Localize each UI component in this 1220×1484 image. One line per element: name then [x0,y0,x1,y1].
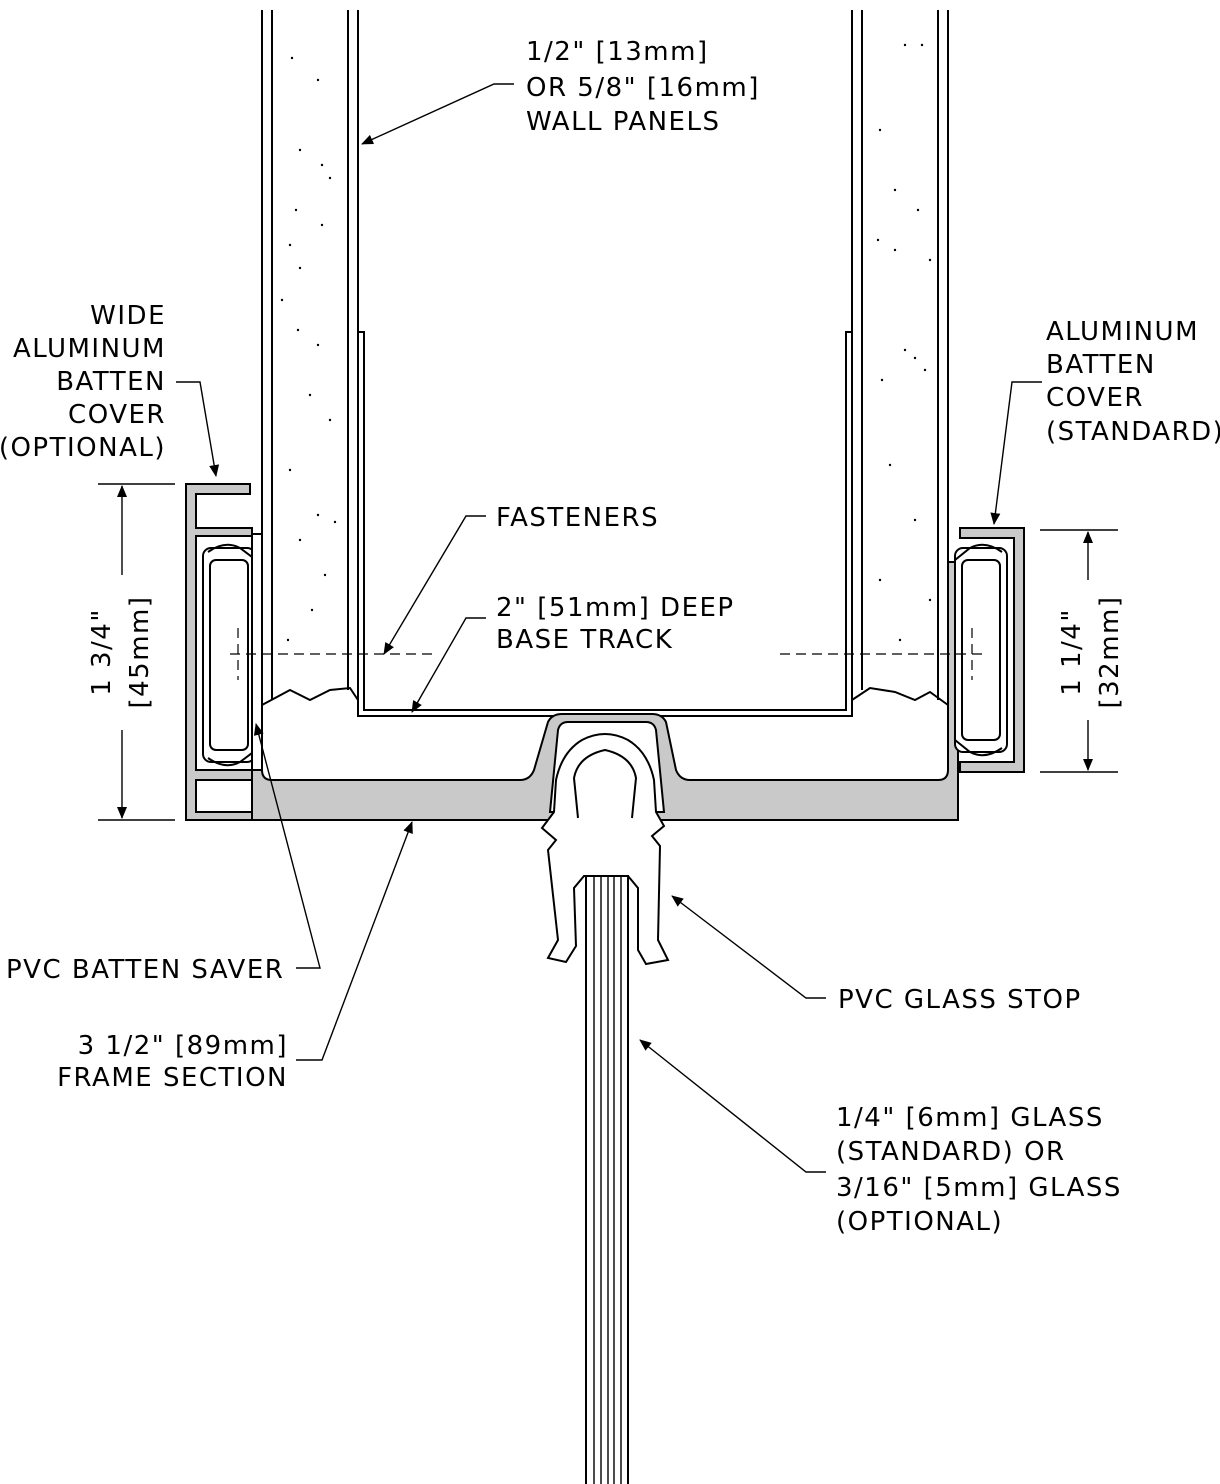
svg-text:COVER: COVER [68,400,166,430]
svg-text:WIDE: WIDE [90,301,166,331]
glass-stop-inner-loop [572,748,638,819]
svg-text:OR 5/8" [16mm]: OR 5/8" [16mm] [526,73,760,103]
right-wall-panel [851,10,949,700]
label-wide-batten: WIDE ALUMINUM BATTEN COVER (OPTIONAL) [0,301,166,463]
left-wall-panel [261,10,359,700]
label-standard-batten: ALUMINUM BATTEN COVER (STANDARD) [1046,317,1220,447]
svg-text:1 3/4": 1 3/4" [87,608,117,696]
label-dimension-right: 1 1/4" [32mm] [1057,595,1125,708]
svg-text:FRAME SECTION: FRAME SECTION [57,1063,288,1093]
label-pvc-glass-stop: PVC GLASS STOP [838,985,1082,1015]
label-pvc-batten-saver: PVC BATTEN SAVER [6,955,284,985]
label-fasteners: FASTENERS [496,503,659,533]
svg-text:BATTEN: BATTEN [56,367,166,397]
svg-text:2" [51mm] DEEP: 2" [51mm] DEEP [496,593,735,623]
svg-text:1 1/4": 1 1/4" [1057,608,1087,696]
svg-text:(STANDARD) OR: (STANDARD) OR [836,1137,1066,1167]
svg-text:3/16" [5mm] GLASS: 3/16" [5mm] GLASS [836,1173,1122,1203]
wide-aluminum-batten-cover [185,483,257,821]
svg-text:ALUMINUM: ALUMINUM [1046,317,1199,347]
svg-text:ALUMINUM: ALUMINUM [13,334,166,364]
svg-text:3 1/2" [89mm]: 3 1/2" [89mm] [78,1031,288,1061]
svg-text:[45mm]: [45mm] [125,595,155,708]
glass-pane [585,875,629,1484]
svg-text:(OPTIONAL): (OPTIONAL) [836,1207,1003,1237]
svg-text:1/2" [13mm]: 1/2" [13mm] [526,37,709,67]
label-base-track: 2" [51mm] DEEP BASE TRACK [496,593,735,655]
svg-text:COVER: COVER [1046,383,1144,413]
label-dimension-left: 1 3/4" [45mm] [87,595,155,708]
adhesive-bead [261,686,949,706]
svg-text:(OPTIONAL): (OPTIONAL) [0,433,166,463]
label-frame-section: 3 1/2" [89mm] FRAME SECTION [57,1031,288,1093]
dimension-right [1040,529,1118,773]
svg-text:(STANDARD): (STANDARD) [1046,417,1220,447]
svg-text:BASE TRACK: BASE TRACK [496,625,673,655]
svg-text:[32mm]: [32mm] [1095,595,1125,708]
svg-text:WALL PANELS: WALL PANELS [526,107,720,137]
dimension-left [98,483,175,821]
svg-text:1/4" [6mm] GLASS: 1/4" [6mm] GLASS [836,1103,1104,1133]
fastener-centerline [230,628,985,680]
pvc-batten-saver [251,533,263,771]
svg-text:BATTEN: BATTEN [1046,350,1156,380]
leader-lines [176,83,1042,1173]
aluminum-batten-cover-standard [954,527,1025,773]
label-wall-panels: 1/2" [13mm] OR 5/8" [16mm] WALL PANELS [526,37,760,137]
pvc-glass-stop [540,733,670,966]
label-glass: 1/4" [6mm] GLASS (STANDARD) OR 3/16" [5m… [836,1103,1122,1237]
